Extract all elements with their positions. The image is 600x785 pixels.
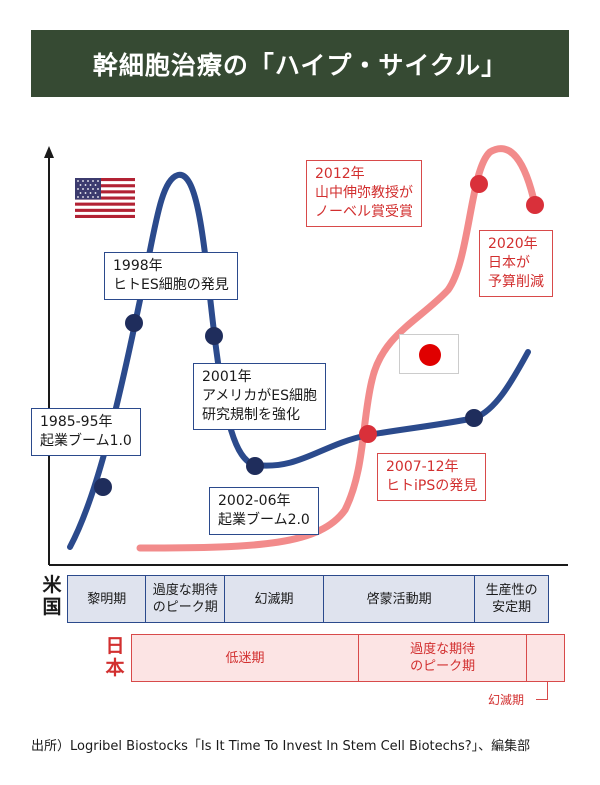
us-phase-3: 啓蒙活動期: [322, 575, 476, 623]
us-point-later: [465, 409, 483, 427]
us-point-1998: [125, 314, 143, 332]
jp-phase-row: 低迷期過度な期待 のピーク期: [131, 634, 568, 682]
page-title: 幹細胞治療の「ハイプ・サイクル」: [92, 50, 508, 80]
y-axis-arrow: [44, 146, 54, 158]
jp-point-2020: [526, 196, 544, 214]
row-label-us: 米国: [42, 574, 62, 618]
disillusion-leader: [536, 682, 548, 700]
jp-phase-1: 過度な期待 のピーク期: [357, 634, 528, 682]
us-label-2002-06: 2002-06年 起業ブーム2.0: [209, 487, 319, 535]
jp-label-2007-12: 2007-12年 ヒトiPSの発見: [377, 453, 487, 501]
us-phase-0: 黎明期: [67, 575, 147, 623]
jp-flag-sun: [419, 344, 441, 366]
source-note: 出所）Logribel Biostocks「Is It Time To Inve…: [31, 739, 531, 754]
us-label-1998: 1998年 ヒトES細胞の発見: [104, 252, 238, 300]
us-label-2001: 2001年 アメリカがES細胞 研究規制を強化: [193, 363, 327, 430]
jp-point-2007: [359, 425, 377, 443]
us-phase-row: 黎明期過度な期待 のピーク期幻滅期啓蒙活動期生産性の 安定期: [67, 575, 555, 623]
us-phase-1: 過度な期待 のピーク期: [145, 575, 226, 623]
us-phase-4: 生産性の 安定期: [474, 575, 549, 623]
title-bar: 幹細胞治療の「ハイプ・サイクル」: [31, 30, 569, 97]
us-phase-2: 幻滅期: [224, 575, 325, 623]
us-flag-icon: [75, 178, 135, 218]
jp-flag-icon: [399, 334, 459, 374]
us-point-2002: [246, 457, 264, 475]
us-label-1985-95: 1985-95年 起業ブーム1.0: [31, 408, 141, 456]
jp-phase-2: [526, 634, 565, 682]
us-point-2001: [205, 327, 223, 345]
jp-disillusion-note: 幻滅期: [488, 693, 525, 707]
jp-point-2012: [470, 175, 488, 193]
us-point-1985: [94, 478, 112, 496]
jp-phase-0: 低迷期: [131, 634, 360, 682]
jp-label-2012: 2012年 山中伸弥教授が ノーベル賞受賞: [306, 160, 422, 227]
row-label-jp: 日本: [105, 635, 125, 679]
jp-label-2020: 2020年 日本が 予算削減: [479, 230, 553, 297]
